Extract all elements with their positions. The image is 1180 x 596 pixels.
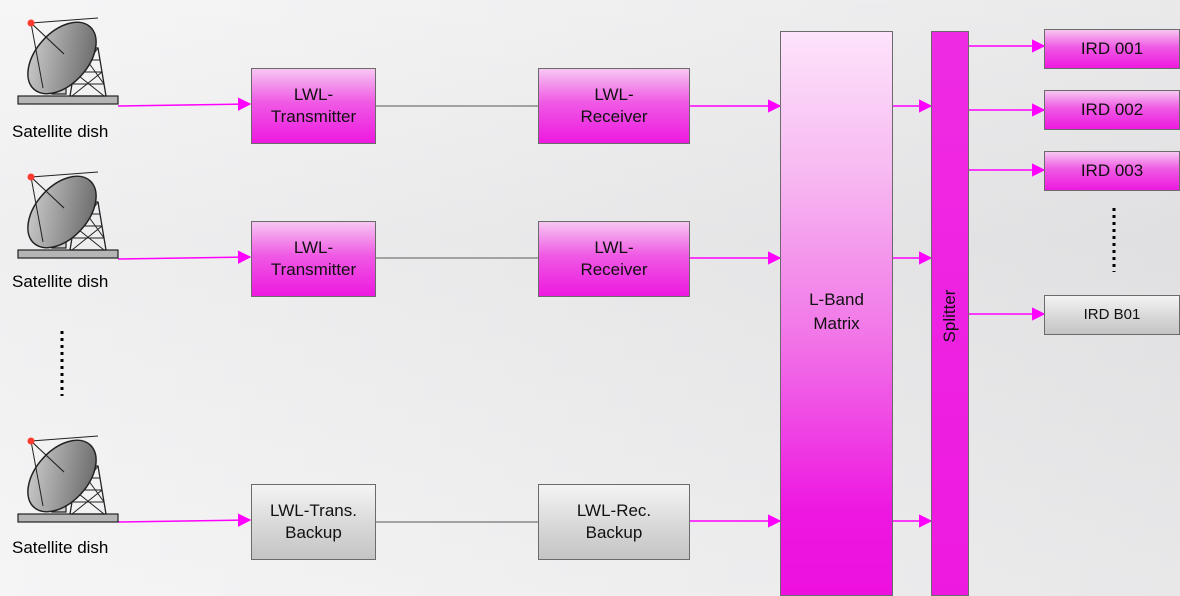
lwl-receiver-backup: LWL-Rec. Backup — [538, 484, 690, 560]
lwl-transmitter-1: LWL- Transmitter — [251, 68, 376, 144]
ird-001: IRD 001 — [1044, 29, 1180, 69]
lwl-receiver-2: LWL- Receiver — [538, 221, 690, 297]
dish-label: Satellite dish — [12, 272, 109, 291]
ird-003: IRD 003 — [1044, 151, 1180, 191]
link-dish1-tx1 — [117, 97, 252, 111]
l-band-matrix-label: L-Band Matrix — [809, 290, 864, 333]
link-dish3-tx3 — [117, 513, 252, 527]
splitter — [931, 31, 969, 596]
lwl-transmitter-2: LWL- Transmitter — [251, 221, 376, 297]
satellite-dish-icon — [10, 424, 120, 532]
lwl-transmitter-backup: LWL-Trans. Backup — [251, 484, 376, 560]
ird-b01: IRD B01 — [1044, 295, 1180, 335]
satellite-dish-icon — [10, 6, 120, 114]
link-dish2-tx2 — [117, 250, 252, 264]
lwl-receiver-1: LWL- Receiver — [538, 68, 690, 144]
satellite-dish-icon — [10, 160, 120, 268]
dish-label: Satellite dish — [12, 538, 109, 557]
ird-002: IRD 002 — [1044, 90, 1180, 130]
dish-label: Satellite dish — [12, 122, 109, 141]
l-band-matrix — [780, 31, 893, 596]
splitter-label: Splitter — [940, 289, 959, 343]
